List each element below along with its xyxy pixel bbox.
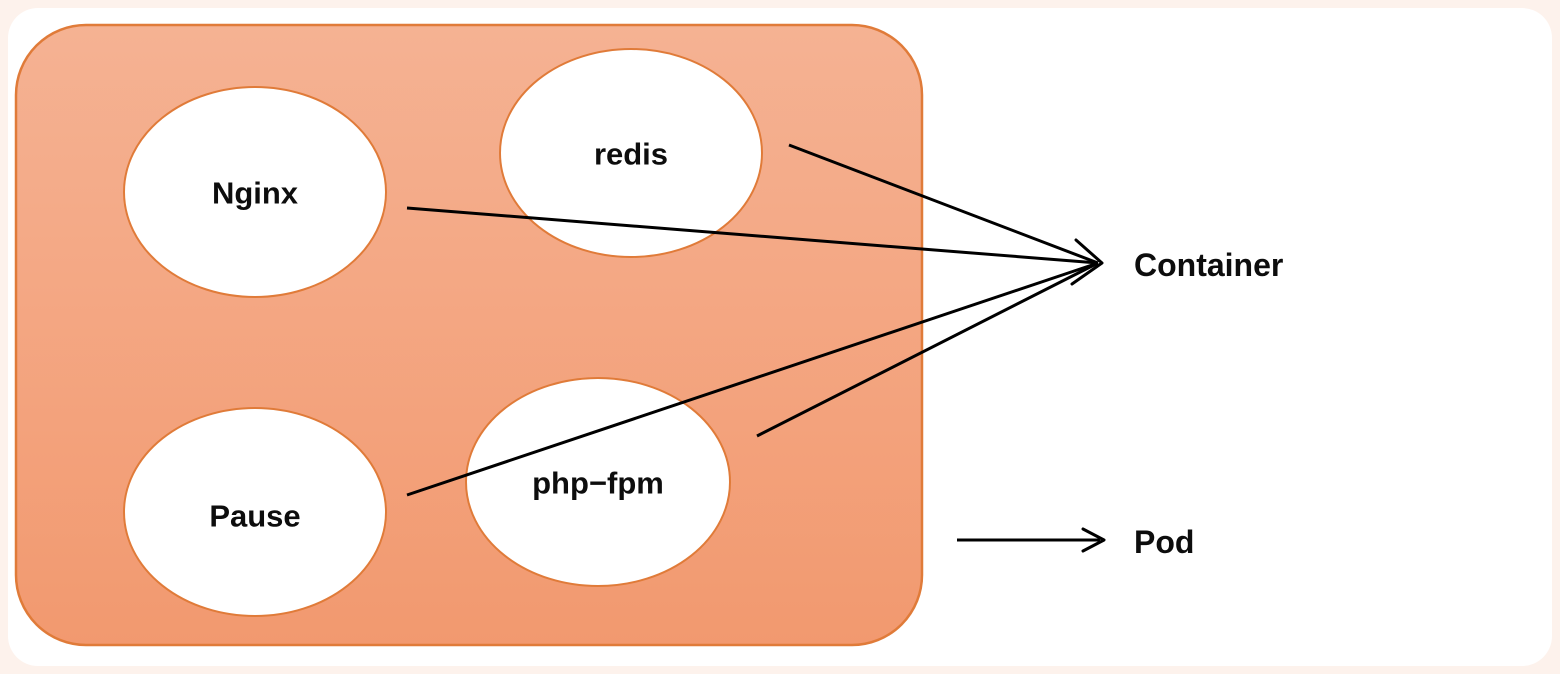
pause-ellipse (123, 407, 387, 617)
redis-label: redis (594, 137, 668, 172)
edge-pause-container (406, 261, 1099, 497)
pod-legend-arrowhead (1081, 527, 1106, 553)
node-pause[interactable]: Pause (123, 407, 387, 617)
php-fpm-label: php−fpm (532, 466, 664, 501)
pause-label: Pause (209, 499, 300, 534)
edge-nginx-container (406, 206, 1099, 265)
node-redis[interactable]: redis (499, 48, 763, 258)
container-arrowhead (1070, 238, 1104, 286)
node-php-fpm[interactable]: php−fpm (465, 377, 731, 587)
edge-redis-container (788, 143, 1099, 265)
pod-legend-label: Pod (1134, 524, 1194, 560)
edge-phpfpm-container (756, 261, 1099, 438)
nginx-ellipse (123, 86, 387, 298)
redis-ellipse (499, 48, 763, 258)
container-label: Container (1134, 247, 1283, 283)
nginx-label: Nginx (212, 176, 299, 211)
pod-legend: Pod (957, 524, 1194, 560)
php-fpm-ellipse (465, 377, 731, 587)
node-nginx[interactable]: Nginx (123, 86, 387, 298)
